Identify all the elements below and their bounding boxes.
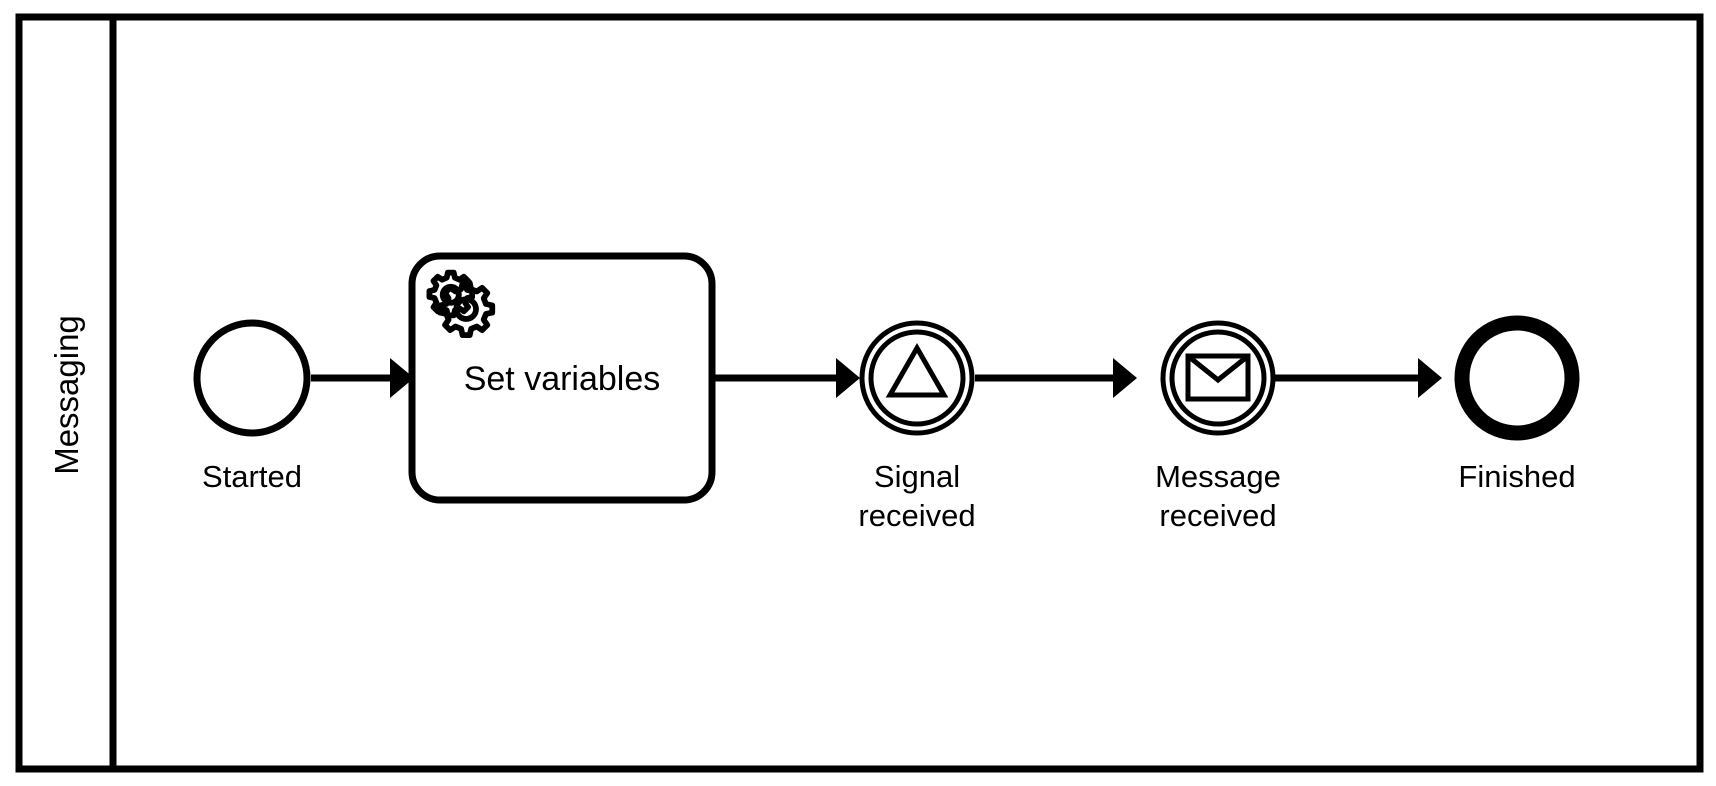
intermediate-event-inner-circle-icon [1169,329,1267,427]
flow-arrowhead-icon [1113,358,1137,398]
intermediate-event-inner-circle-icon [868,329,966,427]
lane-header[interactable]: Messaging [48,315,85,475]
sequence-flow-signal-to-message[interactable] [975,358,1137,398]
message-event-label-line-1: Message [1155,459,1281,494]
flow-arrowhead-icon [1418,358,1442,398]
signal-event-label-line-2: received [858,498,975,533]
flow-arrowhead-icon [390,358,414,398]
sequence-flow-task-to-signal[interactable] [712,358,860,398]
node-intermediate-event-signal[interactable]: Signal received [858,320,976,533]
sequence-flow-message-to-end[interactable] [1252,358,1442,398]
signal-event-label-line-1: Signal [874,459,960,494]
start-event-label: Started [202,459,302,494]
intermediate-event-outer-circle-icon [859,320,975,436]
node-service-task-set-variables[interactable]: Set variables [408,252,716,504]
envelope-icon [1185,353,1251,402]
flow-arrowhead-icon [836,358,860,398]
signal-triangle-icon [885,342,949,398]
node-start-event[interactable]: Started [193,319,311,494]
start-event-circle-icon [193,319,311,437]
lane-title-label: Messaging [48,315,85,475]
message-event-label-line-2: received [1159,498,1276,533]
gear-icon [426,269,496,338]
service-task-label: Set variables [464,360,661,398]
end-event-circle-icon [1454,315,1580,441]
sequence-flow-layer [311,358,1442,398]
sequence-flow-start-to-task[interactable] [311,358,414,398]
node-intermediate-event-message[interactable]: Message received [1155,320,1281,533]
node-end-event[interactable]: Finished [1454,315,1580,494]
end-event-label: Finished [1458,459,1575,494]
